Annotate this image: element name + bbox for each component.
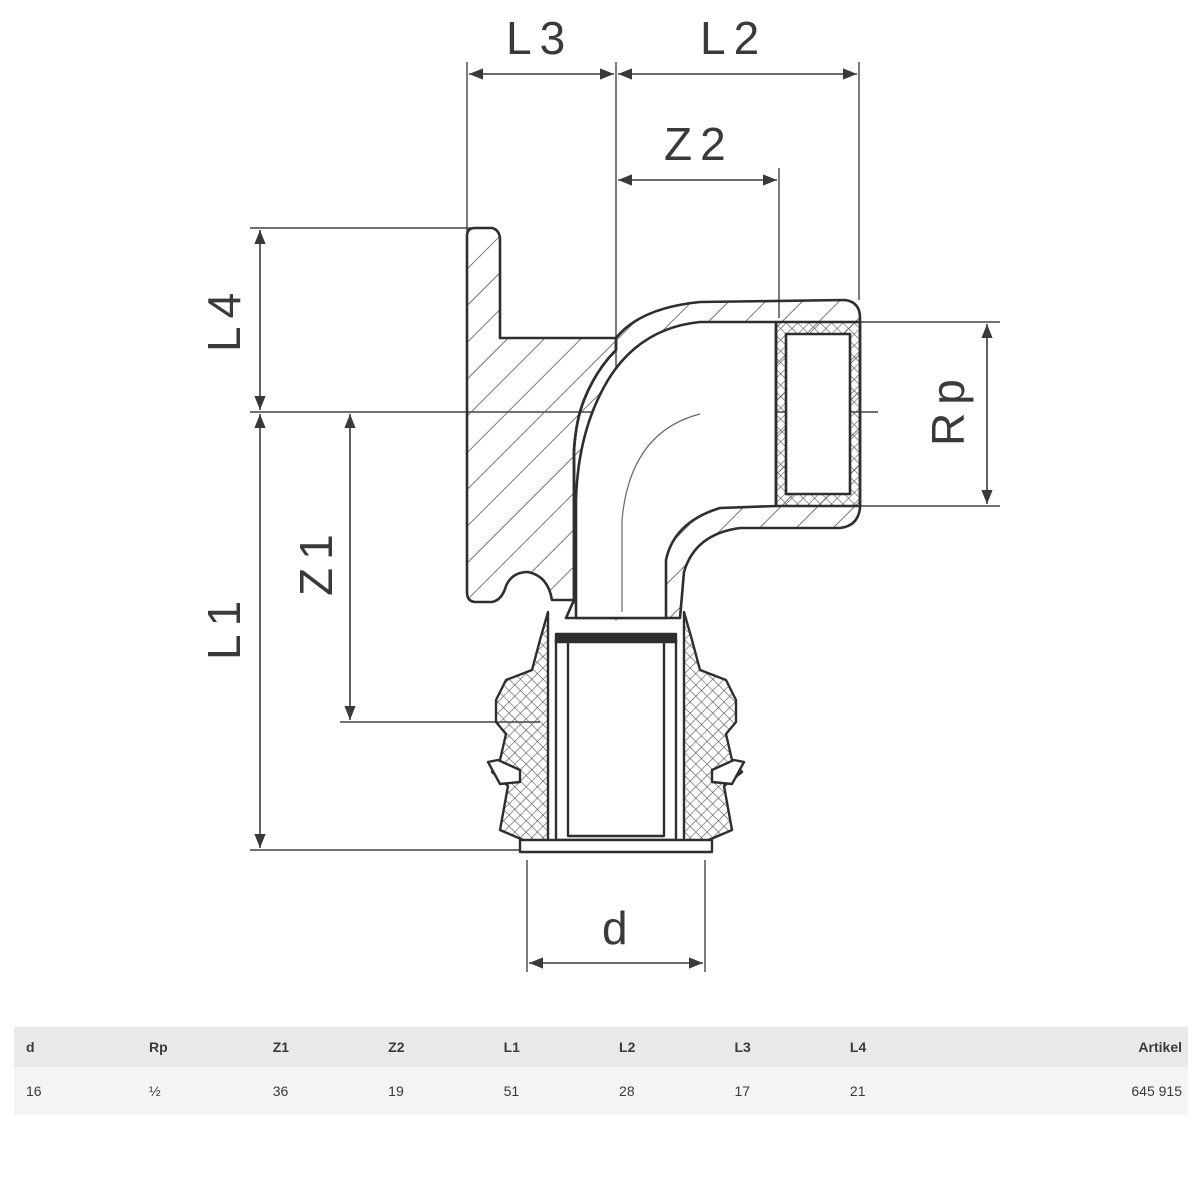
fitting-body — [465, 226, 862, 620]
header-d: d — [14, 1027, 141, 1067]
label-z1: Z1 — [290, 526, 342, 596]
header-artikel: Artikel — [957, 1027, 1188, 1067]
table-header-row: d Rp Z1 Z2 L1 L2 L3 L4 Artikel — [14, 1027, 1188, 1067]
cell-l1: 51 — [495, 1067, 612, 1115]
header-l3: L3 — [726, 1027, 842, 1067]
label-rp: Rp — [922, 371, 974, 446]
header-l4: L4 — [841, 1027, 958, 1067]
header-rp: Rp — [140, 1027, 265, 1067]
label-d: d — [602, 902, 636, 954]
header-l2: L2 — [611, 1027, 727, 1067]
center-line-arc — [621, 413, 701, 612]
sleeve-right — [682, 610, 744, 844]
label-l2: L2 — [700, 12, 767, 64]
press-fitting — [486, 610, 746, 854]
label-l1: L1 — [198, 593, 250, 660]
spec-table: d Rp Z1 Z2 L1 L2 L3 L4 Artikel 16 ½ 36 1… — [14, 1027, 1188, 1115]
technical-drawing: L3 L2 Z2 d L4 L1 Z1 Rp — [198, 12, 1000, 972]
sleeve-left — [490, 610, 550, 844]
cell-z2: 19 — [380, 1067, 496, 1115]
cell-rp: ½ — [140, 1067, 265, 1115]
label-z2: Z2 — [664, 118, 734, 170]
cell-l3: 17 — [726, 1067, 842, 1115]
cell-l2: 28 — [611, 1067, 727, 1115]
cell-l4: 21 — [841, 1067, 958, 1115]
header-z2: Z2 — [380, 1027, 496, 1067]
dimension-arrows — [254, 68, 993, 969]
socket-bore — [784, 332, 852, 496]
cell-artikel: 645 915 — [957, 1067, 1188, 1115]
clip-left — [486, 758, 522, 786]
fitting-base — [518, 838, 714, 854]
clip-right — [710, 758, 746, 786]
table-row: 16 ½ 36 19 51 28 17 21 645 915 — [14, 1067, 1188, 1115]
header-z1: Z1 — [264, 1027, 381, 1067]
elbow-bore — [574, 320, 778, 620]
pipe-inner — [566, 638, 666, 838]
o-ring — [554, 632, 678, 644]
label-l3: L3 — [506, 12, 573, 64]
cell-d: 16 — [14, 1067, 141, 1115]
cell-z1: 36 — [264, 1067, 381, 1115]
label-l4: L4 — [198, 285, 250, 352]
header-l1: L1 — [495, 1027, 612, 1067]
